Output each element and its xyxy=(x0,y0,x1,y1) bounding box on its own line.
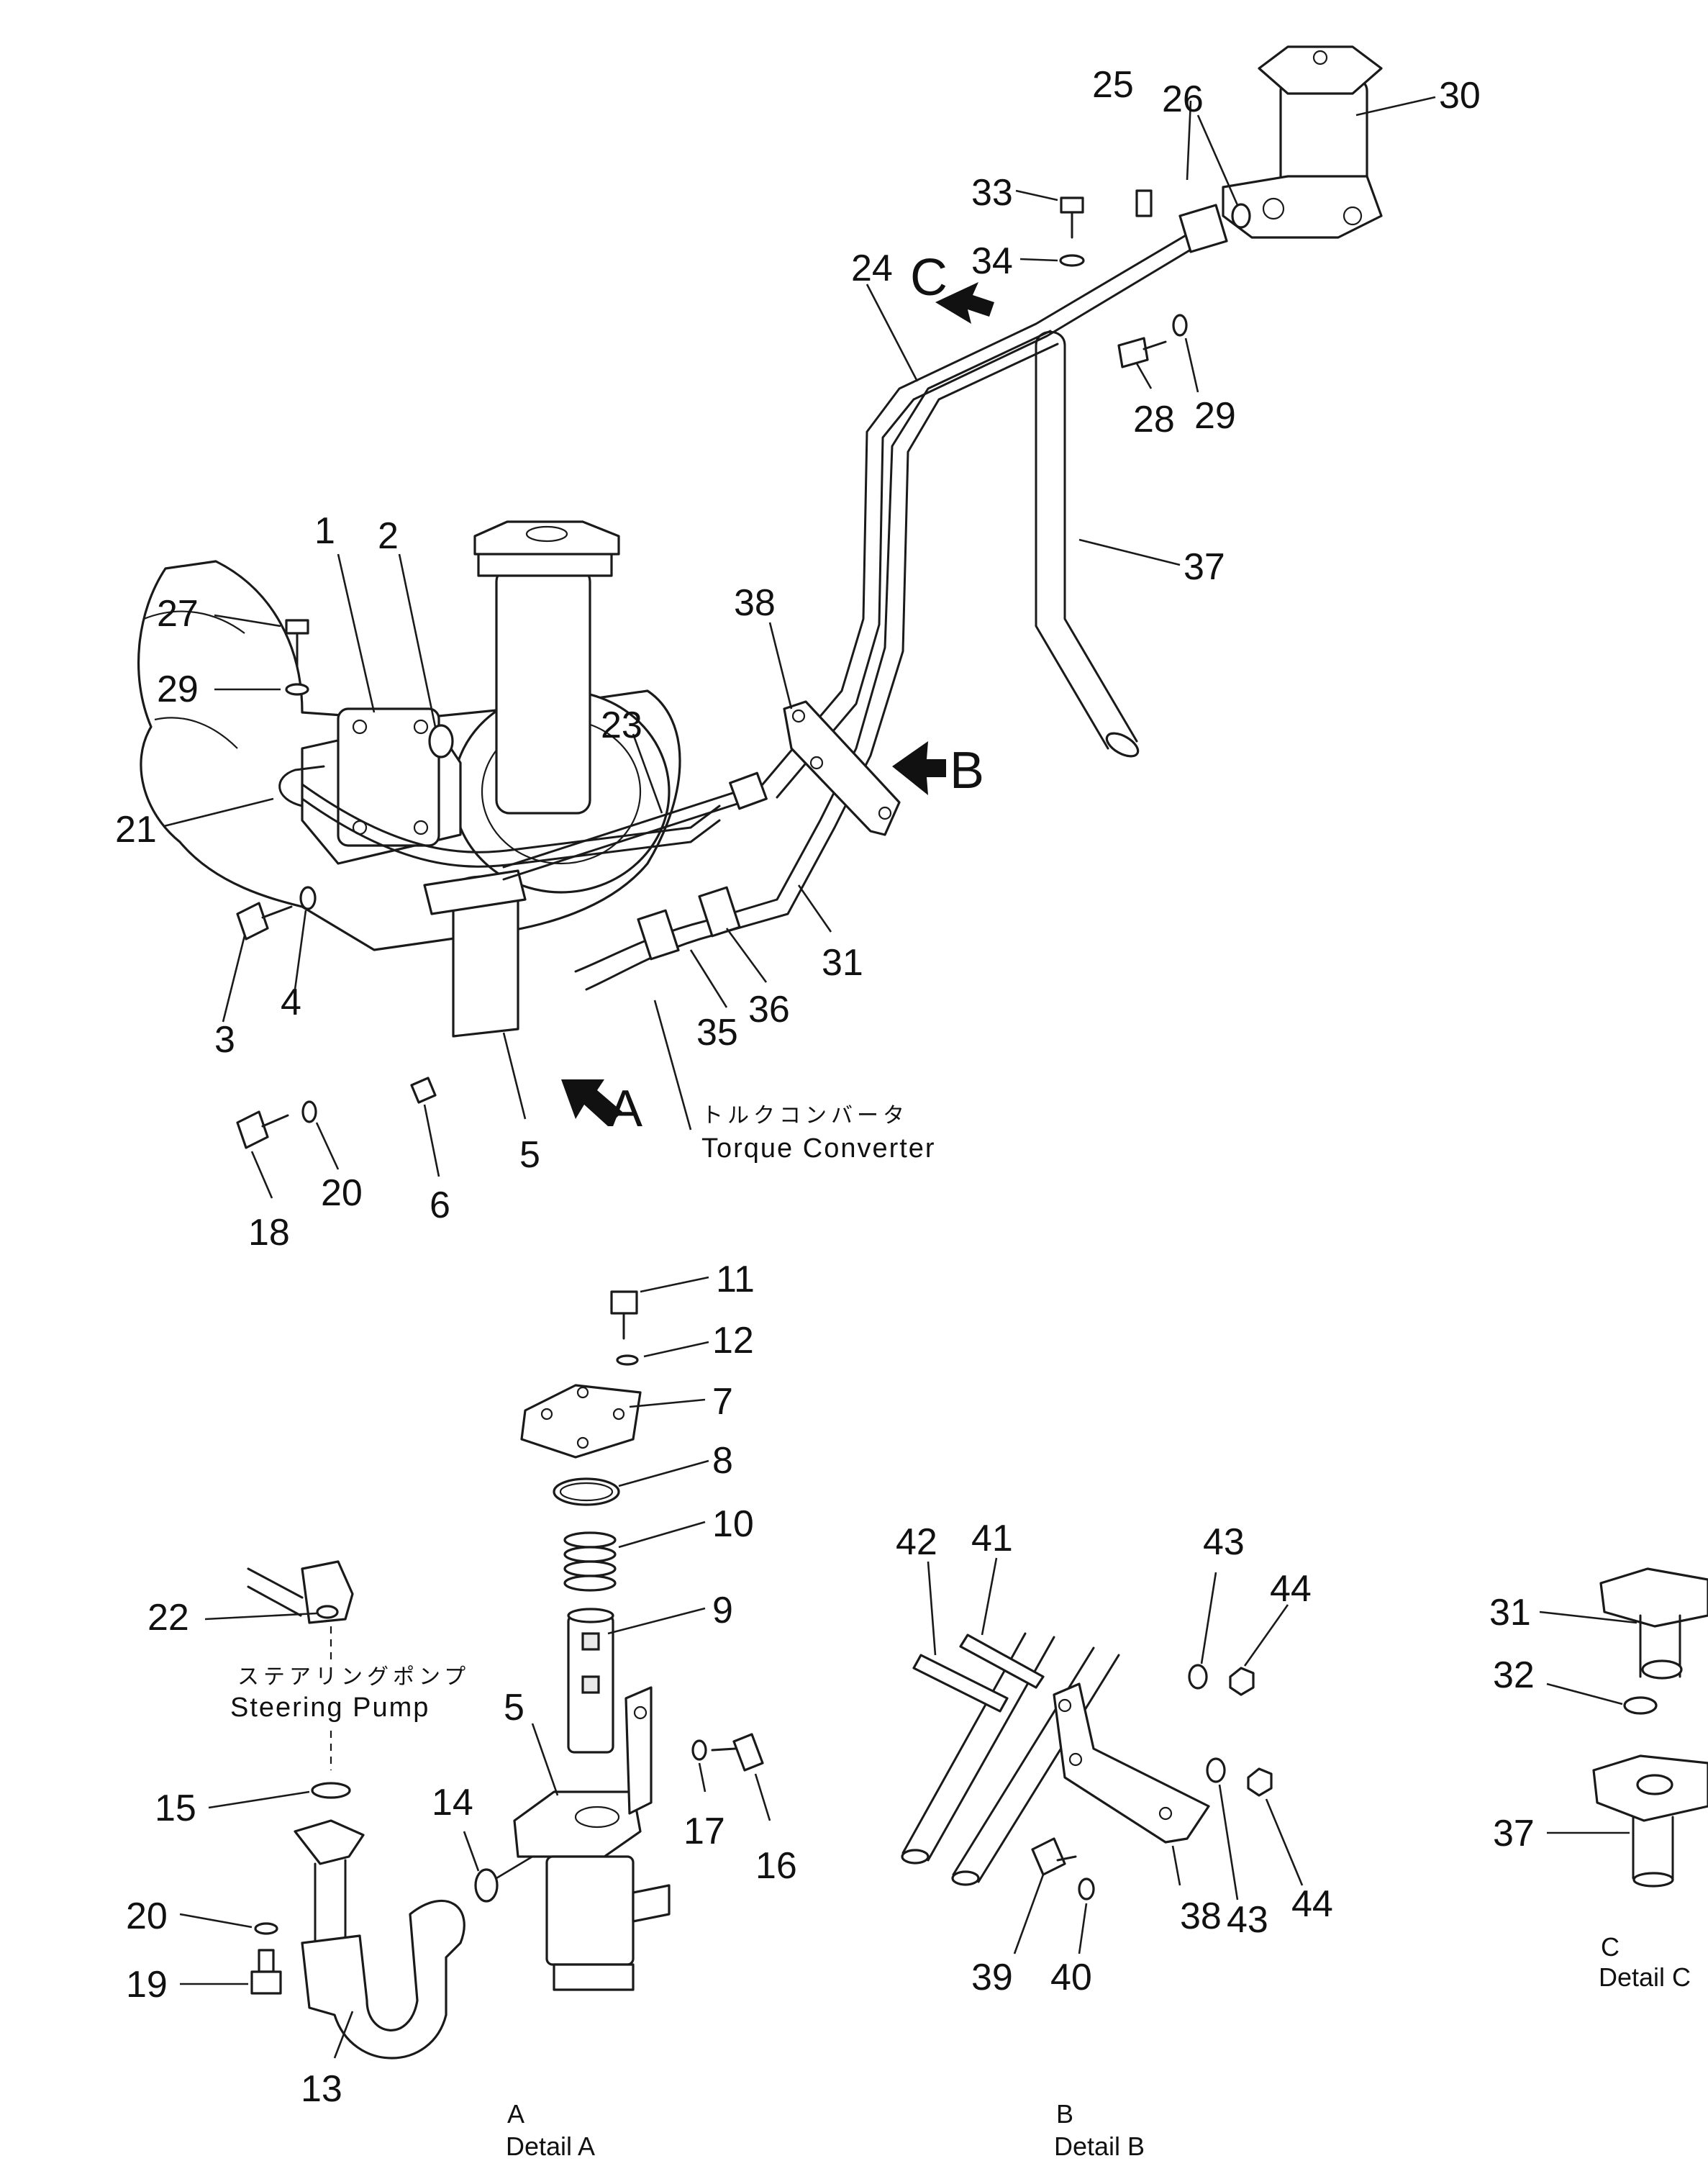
callout-38: 38 xyxy=(734,582,776,624)
callout-3: 3 xyxy=(214,1019,235,1061)
callout-16: 16 xyxy=(755,1845,797,1887)
callout-20-detail: 20 xyxy=(126,1895,168,1937)
callout-23: 23 xyxy=(601,705,642,746)
hose-clamp-36 xyxy=(698,886,741,938)
callout-8: 8 xyxy=(712,1440,733,1482)
torque-converter-en: Torque Converter xyxy=(701,1133,936,1164)
steering-pump-detail: 22 ステアリングポンプ Steering Pump 15 13 20 19 xyxy=(126,1560,470,2110)
callout-31-detail: 31 xyxy=(1489,1592,1531,1634)
main-callouts: 25 26 30 33 34 24 28 29 37 38 1 2 27 29 … xyxy=(115,64,1481,1254)
callout-24: 24 xyxy=(851,248,893,289)
callout-21: 21 xyxy=(115,809,157,851)
detail-captions: A Detail A B Detail B C Detail C xyxy=(506,1932,1691,2161)
detail-b-caption-top: B xyxy=(1056,2099,1073,2129)
bracket-38-main xyxy=(783,700,901,836)
callout-14: 14 xyxy=(432,1782,473,1824)
callout-34: 34 xyxy=(971,240,1013,282)
callout-39: 39 xyxy=(971,1957,1013,1998)
view-arrow-b-icon xyxy=(892,741,946,795)
callout-33: 33 xyxy=(971,172,1013,214)
view-arrow-c-icon xyxy=(935,282,994,324)
callout-5: 5 xyxy=(519,1134,540,1176)
callout-10: 10 xyxy=(712,1503,754,1545)
callout-35: 35 xyxy=(696,1012,738,1054)
callout-4: 4 xyxy=(281,982,301,1023)
callout-17: 17 xyxy=(683,1811,725,1852)
callout-1: 1 xyxy=(314,510,335,552)
callout-11: 11 xyxy=(716,1259,755,1300)
detail-b-caption: Detail B xyxy=(1054,2131,1145,2161)
detail-c-caption-top: C xyxy=(1601,1932,1620,1962)
callout-15: 15 xyxy=(155,1788,196,1829)
callout-7: 7 xyxy=(712,1381,733,1423)
callout-36: 36 xyxy=(748,989,790,1030)
callout-13: 13 xyxy=(301,2068,342,2110)
callout-9: 9 xyxy=(712,1590,733,1631)
detail-c-caption: Detail C xyxy=(1599,1962,1691,1992)
callout-20: 20 xyxy=(321,1172,363,1214)
torque-converter-note: トルクコンバータ Torque Converter xyxy=(653,1000,936,1164)
callout-32: 32 xyxy=(1493,1654,1535,1696)
callout-40: 40 xyxy=(1050,1957,1092,1998)
view-arrows: C B A xyxy=(561,249,994,1138)
hose-clamp-35 xyxy=(637,909,680,961)
view-arrow-c-label: C xyxy=(910,249,948,307)
callout-44-lower: 44 xyxy=(1291,1883,1333,1925)
filter-housing xyxy=(495,567,591,815)
callout-18: 18 xyxy=(248,1212,290,1254)
callout-22: 22 xyxy=(147,1597,189,1639)
detail-c: 31 32 37 xyxy=(1489,1567,1708,1888)
callout-25: 25 xyxy=(1092,64,1134,106)
callout-5-detail: 5 xyxy=(504,1687,524,1729)
detail-a: 11 12 7 8 10 9 xyxy=(432,1259,797,1991)
callout-30: 30 xyxy=(1439,75,1481,117)
callout-26: 26 xyxy=(1162,78,1204,120)
callout-6: 6 xyxy=(430,1184,450,1226)
callout-28: 28 xyxy=(1133,399,1175,440)
view-arrow-b-label: B xyxy=(950,742,984,799)
steering-pump-en: Steering Pump xyxy=(230,1693,430,1723)
callout-31: 31 xyxy=(822,942,863,984)
main-assembly xyxy=(137,45,1383,1149)
callout-2: 2 xyxy=(378,515,399,557)
callout-37-detail: 37 xyxy=(1493,1813,1535,1854)
callout-19: 19 xyxy=(126,1964,168,2006)
callout-12: 12 xyxy=(712,1320,754,1362)
steering-pump-jp: ステアリングポンプ xyxy=(237,1664,470,1690)
callout-29-left: 29 xyxy=(157,669,199,710)
callout-37: 37 xyxy=(1184,546,1225,588)
view-arrow-a-icon xyxy=(561,1079,622,1126)
valve-cover xyxy=(337,707,440,847)
callout-29-top: 29 xyxy=(1194,395,1236,437)
view-arrow-a-label: A xyxy=(608,1080,642,1138)
callout-43-lower: 43 xyxy=(1227,1899,1268,1941)
detail-a-caption: Detail A xyxy=(506,2131,595,2161)
torque-converter-jp: トルクコンバータ xyxy=(701,1103,909,1128)
callout-44: 44 xyxy=(1270,1568,1312,1610)
detail-a-caption-top: A xyxy=(507,2099,524,2129)
detail-b: 42 41 38 43 44 43 44 39 40 xyxy=(896,1518,1333,1998)
callout-27: 27 xyxy=(157,593,199,635)
callout-42: 42 xyxy=(896,1521,937,1563)
callout-41: 41 xyxy=(971,1518,1013,1559)
callout-43: 43 xyxy=(1203,1521,1245,1563)
callout-38-detail: 38 xyxy=(1180,1895,1222,1937)
